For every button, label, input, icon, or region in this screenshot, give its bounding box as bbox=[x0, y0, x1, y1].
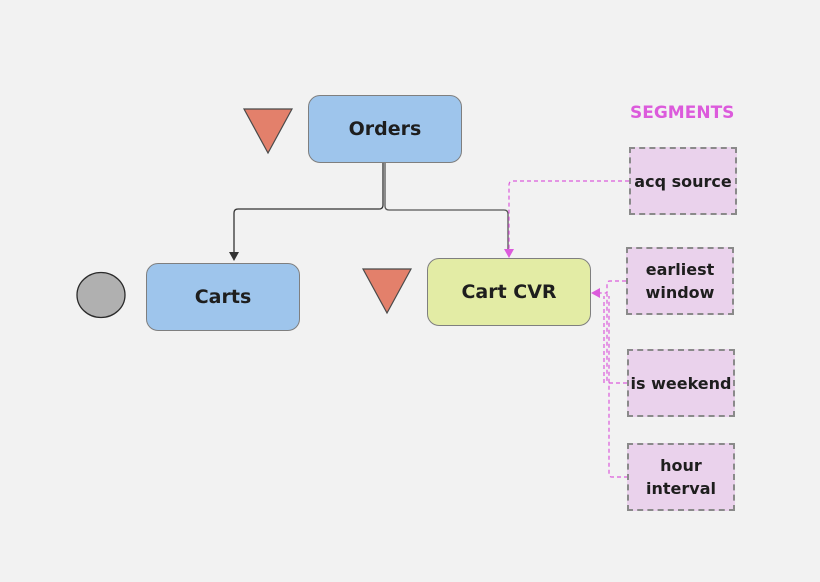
segment-earliest-window[interactable]: earliest window bbox=[626, 247, 734, 315]
segment-label: is weekend bbox=[630, 373, 732, 393]
segment-label: earliest window bbox=[645, 260, 715, 302]
edge-orders-carts bbox=[233, 163, 384, 258]
triangle-indicator-cartcvr bbox=[361, 268, 413, 315]
circle-indicator-carts bbox=[76, 271, 126, 319]
node-cart-cvr-label: Cart CVR bbox=[461, 281, 557, 303]
segment-label: acq source bbox=[634, 171, 732, 191]
node-orders[interactable]: Orders bbox=[308, 95, 462, 163]
node-carts-label: Carts bbox=[194, 286, 252, 308]
edge-acq-source bbox=[508, 180, 629, 250]
node-orders-label: Orders bbox=[348, 118, 422, 140]
arrow-head-cartcvr-right bbox=[591, 288, 600, 298]
edge-orders-cartcvr bbox=[384, 163, 509, 252]
triangle-indicator-orders bbox=[242, 108, 294, 155]
segment-is-weekend[interactable]: is weekend bbox=[627, 349, 735, 417]
arrow-head-cartcvr-top bbox=[504, 249, 514, 258]
segments-title: SEGMENTS bbox=[630, 103, 735, 123]
node-cart-cvr[interactable]: Cart CVR bbox=[427, 258, 591, 326]
edge-hour-interval bbox=[608, 296, 628, 478]
segment-hour-interval[interactable]: hour interval bbox=[627, 443, 735, 511]
node-carts[interactable]: Carts bbox=[146, 263, 300, 331]
segment-acq-source[interactable]: acq source bbox=[629, 147, 737, 215]
arrow-head-carts bbox=[229, 252, 239, 261]
edge-is-weekend bbox=[606, 294, 627, 384]
segment-label: hour interval bbox=[646, 456, 716, 498]
edge-earliest-window bbox=[600, 280, 626, 294]
